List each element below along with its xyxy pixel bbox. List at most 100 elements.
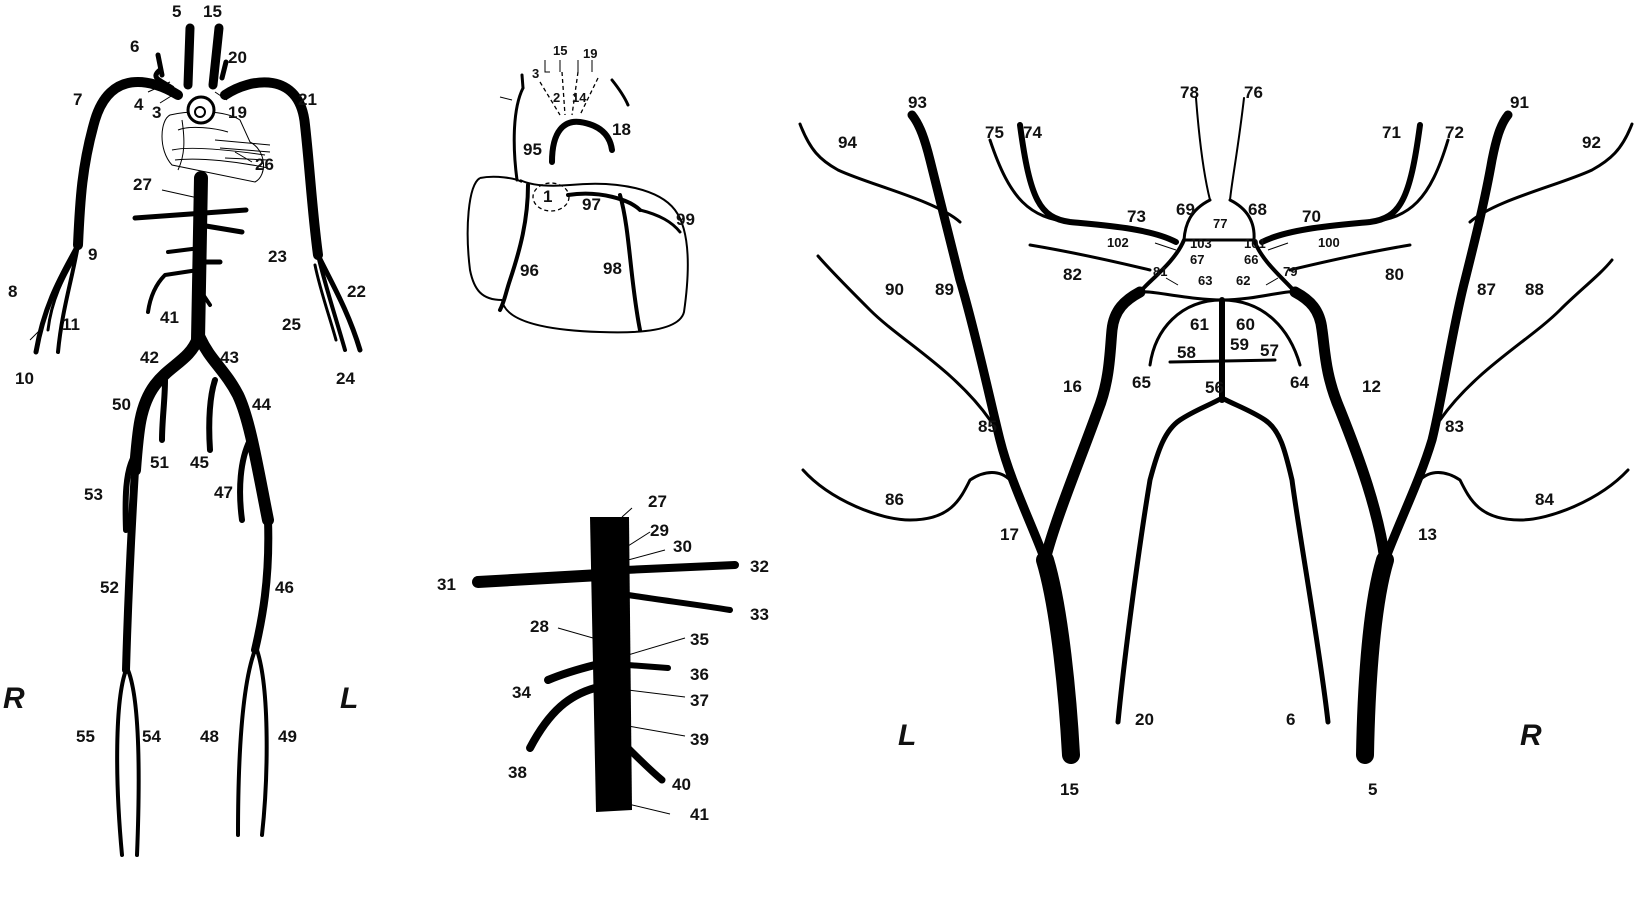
label-28: 28 — [530, 617, 549, 636]
label-24: 24 — [336, 369, 355, 388]
panel-cerebral — [798, 97, 1634, 764]
label-82: 82 — [1063, 265, 1082, 284]
label-100: 100 — [1318, 235, 1340, 250]
label-87: 87 — [1477, 280, 1496, 299]
panel-cerebral-labels: 78 76 93 91 75 74 71 72 94 92 69 68 73 7… — [838, 83, 1601, 799]
label-89: 89 — [935, 280, 954, 299]
panel-aortic-tree — [29, 23, 363, 857]
label-9: 9 — [88, 245, 97, 264]
label-h15: 15 — [553, 43, 567, 58]
label-56: 56 — [1205, 378, 1224, 397]
label-36: 36 — [690, 665, 709, 684]
label-98: 98 — [603, 259, 622, 278]
panel-heart-labels: 15 19 3 2 14 18 95 1 97 99 96 98 — [520, 43, 695, 280]
label-61: 61 — [1190, 315, 1209, 334]
label-77: 77 — [1213, 216, 1227, 231]
label-70: 70 — [1302, 207, 1321, 226]
label-33: 33 — [750, 605, 769, 624]
label-86: 86 — [885, 490, 904, 509]
label-a27: 27 — [648, 492, 667, 511]
label-71: 71 — [1382, 123, 1401, 142]
label-55: 55 — [76, 727, 95, 746]
label-101: 101 — [1244, 236, 1266, 251]
label-35: 35 — [690, 630, 709, 649]
label-80: 80 — [1385, 265, 1404, 284]
label-1: 1 — [543, 187, 552, 206]
label-63: 63 — [1198, 273, 1212, 288]
label-h2: 2 — [553, 90, 560, 105]
label-48: 48 — [200, 727, 219, 746]
label-31: 31 — [437, 575, 456, 594]
label-c20: 20 — [1135, 710, 1154, 729]
label-26: 26 — [255, 155, 274, 174]
label-76: 76 — [1244, 83, 1263, 102]
label-20: 20 — [228, 48, 247, 67]
label-42: 42 — [140, 348, 159, 367]
label-47: 47 — [214, 483, 233, 502]
label-93: 93 — [908, 93, 927, 112]
label-c15: 15 — [1060, 780, 1079, 799]
label-45: 45 — [190, 453, 209, 472]
label-27: 27 — [133, 175, 152, 194]
label-7: 7 — [73, 90, 82, 109]
label-10: 10 — [15, 369, 34, 388]
label-34: 34 — [512, 683, 531, 702]
label-59: 59 — [1230, 335, 1249, 354]
label-40: 40 — [672, 775, 691, 794]
label-a41: 41 — [690, 805, 709, 824]
label-72: 72 — [1445, 123, 1464, 142]
label-17: 17 — [1000, 525, 1019, 544]
label-12: 12 — [1362, 377, 1381, 396]
side-label-right-a: R — [3, 682, 25, 715]
label-102: 102 — [1107, 235, 1129, 250]
label-39: 39 — [690, 730, 709, 749]
label-41: 41 — [160, 308, 179, 327]
label-90: 90 — [885, 280, 904, 299]
label-c6: 6 — [1286, 710, 1295, 729]
label-4: 4 — [134, 95, 144, 114]
label-99: 99 — [676, 210, 695, 229]
label-49: 49 — [278, 727, 297, 746]
label-3: 3 — [152, 103, 161, 122]
label-60: 60 — [1236, 315, 1255, 334]
label-30: 30 — [673, 537, 692, 556]
label-67: 67 — [1190, 252, 1204, 267]
label-57: 57 — [1260, 341, 1279, 360]
label-88: 88 — [1525, 280, 1544, 299]
label-69: 69 — [1176, 200, 1195, 219]
label-73: 73 — [1127, 207, 1146, 226]
label-79: 79 — [1283, 264, 1297, 279]
label-6: 6 — [130, 37, 139, 56]
label-37: 37 — [690, 691, 709, 710]
label-19: 19 — [228, 103, 247, 122]
label-78: 78 — [1180, 83, 1199, 102]
label-94: 94 — [838, 133, 857, 152]
side-label-left-d: L — [898, 719, 916, 752]
panel-heart — [466, 60, 689, 334]
label-58: 58 — [1177, 343, 1196, 362]
label-h19: 19 — [583, 46, 597, 61]
label-h3: 3 — [532, 66, 539, 81]
label-29: 29 — [650, 521, 669, 540]
label-97: 97 — [582, 195, 601, 214]
label-95: 95 — [523, 140, 542, 159]
label-8: 8 — [8, 282, 17, 301]
label-15: 15 — [203, 2, 222, 21]
label-91: 91 — [1510, 93, 1529, 112]
label-22: 22 — [347, 282, 366, 301]
label-62: 62 — [1236, 273, 1250, 288]
label-18: 18 — [612, 120, 631, 139]
label-103: 103 — [1190, 236, 1212, 251]
label-68: 68 — [1248, 200, 1267, 219]
side-label-left-a: L — [340, 682, 358, 715]
label-52: 52 — [100, 578, 119, 597]
label-51: 51 — [150, 453, 169, 472]
label-16: 16 — [1063, 377, 1082, 396]
label-84: 84 — [1535, 490, 1554, 509]
label-53: 53 — [84, 485, 103, 504]
label-83: 83 — [1445, 417, 1464, 436]
label-11: 11 — [62, 315, 80, 334]
label-5: 5 — [172, 2, 181, 21]
